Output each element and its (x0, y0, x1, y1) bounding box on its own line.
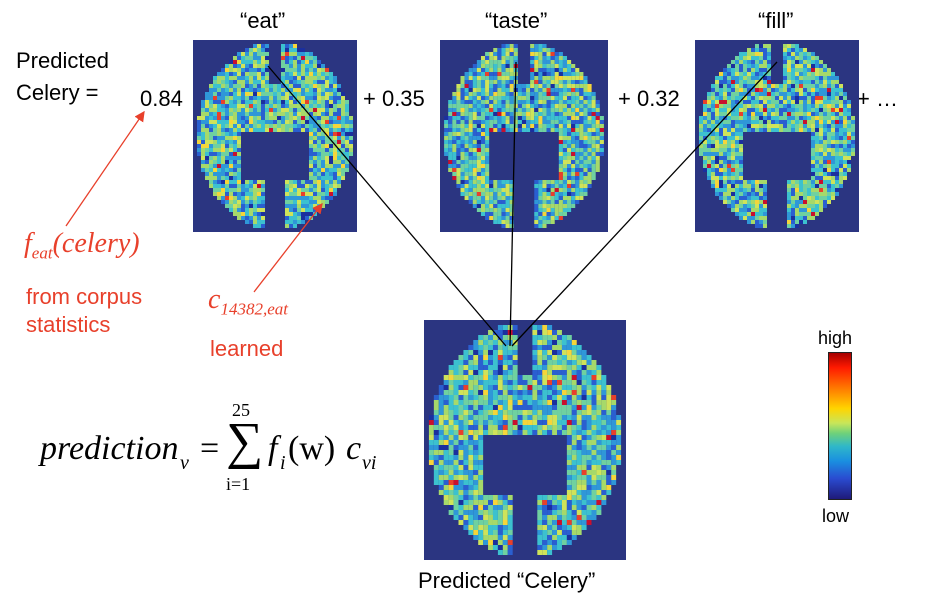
from-corpus-line1: from corpus (26, 284, 143, 309)
predicted-label-line2: Celery = (16, 80, 99, 105)
formula-sum-symbol: ∑ (226, 413, 264, 470)
word-label-eat: “eat” (240, 8, 286, 33)
brain-map-taste (440, 40, 608, 232)
formula-equals: = (200, 430, 220, 467)
word-label-taste: “taste” (485, 8, 548, 33)
f-annotation: feat(celery) (24, 228, 140, 264)
f-annotation-arg: (celery) (52, 228, 140, 259)
brain-map-eat (193, 40, 357, 232)
formula-c-sub: vi (362, 452, 377, 474)
weight-taste: + 0.35 (363, 86, 425, 111)
formula-lhs: prediction (40, 430, 179, 467)
brain-map-predicted-celery (424, 320, 626, 560)
formula-sum-top: 25 (232, 400, 250, 420)
c-annotation-sub: 14382,eat (220, 299, 288, 319)
word-label-fill: “fill” (758, 8, 794, 33)
formula-sum-bottom: i=1 (226, 474, 251, 494)
predicted-label-line1: Predicted (16, 48, 109, 73)
formula-c: c (346, 430, 362, 467)
formula-f-sub: i (280, 452, 286, 474)
f-annotation-f: f (24, 228, 32, 259)
ellipsis-term: + … (857, 86, 898, 111)
from-corpus-line2: statistics (26, 312, 111, 337)
c-annotation-c: c (208, 284, 221, 315)
colorbar (828, 352, 852, 500)
brain-map-fill (695, 40, 859, 232)
weight-fill: + 0.32 (618, 86, 680, 111)
colorbar-low-label: low (822, 506, 850, 526)
colorbar-high-label: high (818, 328, 853, 348)
formula-f-arg: (w) (288, 430, 336, 467)
learned-label: learned (210, 336, 284, 361)
f-annotation-sub: eat (31, 243, 53, 263)
arrow-f-to-weight (65, 110, 145, 227)
formula-f: f (268, 430, 278, 467)
weight-eat: 0.84 (140, 86, 183, 111)
formula-lhs-sub: v (180, 452, 189, 474)
c-annotation: c14382,eat (208, 284, 288, 320)
result-caption: Predicted “Celery” (418, 568, 596, 593)
